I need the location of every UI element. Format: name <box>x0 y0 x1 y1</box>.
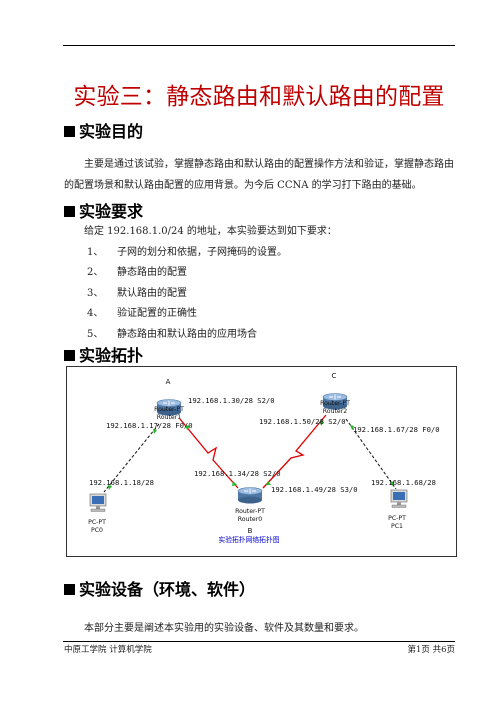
link-lights <box>108 421 394 490</box>
section-bullet-icon <box>64 584 75 595</box>
footer-page-number: 第1页 共6页 <box>407 645 455 655</box>
diagram-caption: 实验拓扑网络拓扑图 <box>218 535 279 544</box>
link-light-icon <box>320 421 324 426</box>
router-b-type: Router-PT <box>235 508 265 515</box>
link-light-icon <box>390 481 394 486</box>
interface-label-b-s2: 192.168.1.34/28 S2/0 <box>194 469 281 478</box>
list-item-text: 静态路由和默认路由的应用场合 <box>117 329 257 340</box>
interface-label-b-s3: 192.168.1.49/28 S3/0 <box>271 485 358 494</box>
list-item-number: 2、 <box>87 267 104 278</box>
pc0-icon <box>89 493 107 512</box>
section-heading-text: 实验拓扑 <box>79 346 144 365</box>
ethernet-link-a-pc0 <box>103 423 160 493</box>
link-light-icon <box>266 481 271 485</box>
router-c-type: Router-PT <box>320 400 350 407</box>
router-a-name: Router1 <box>157 414 182 421</box>
interface-label-pc1: 192.168.1.68/28 <box>371 478 436 487</box>
router-a-type: Router-PT <box>154 406 184 413</box>
section-heading-equipment: 实验设备（环境、软件） <box>64 580 255 600</box>
link-light-icon <box>232 481 237 486</box>
router-c-letter: C <box>332 372 337 380</box>
section-heading-topology: 实验拓扑 <box>64 346 143 366</box>
router-a-letter: A <box>166 378 171 386</box>
list-item-number: 3、 <box>87 288 104 299</box>
topology-svg: A Router-PT Router1 C Router-PT Router2 … <box>88 372 440 544</box>
link-light-icon <box>185 425 190 430</box>
router-b-name: Router0 <box>238 516 263 523</box>
list-item-text: 默认路由的配置 <box>117 288 187 299</box>
interface-label-pc0: 192.168.1.18/28 <box>89 478 154 487</box>
router-c-name: Router2 <box>323 408 348 415</box>
link-light-icon <box>350 425 354 430</box>
serial-link-c-b <box>262 414 327 489</box>
section-bullet-icon <box>64 126 75 137</box>
section-heading-text: 实验要求 <box>79 202 144 221</box>
page-title: 实验三：静态路由和默认路由的配置 <box>73 84 445 110</box>
list-item-text: 验证配置的正确性 <box>117 308 197 319</box>
pc1-type: PC-PT <box>388 515 406 522</box>
link-light-icon <box>153 429 157 434</box>
section-bullet-icon <box>64 350 75 361</box>
link-light-icon <box>108 485 112 490</box>
header-rule <box>63 45 455 46</box>
footer-left: 中原工学院 计算机学院 <box>64 645 152 655</box>
footer-rule <box>63 641 455 642</box>
serial-link-a-b <box>179 418 239 489</box>
list-item-number: 4、 <box>87 308 104 319</box>
interface-label-a-s2: 192.168.1.30/28 S2/0 <box>188 396 275 405</box>
ethernet-link-c-pc1 <box>345 418 397 490</box>
requirements-intro: 给定 192.168.1.0/24 的地址，本实验要达到如下要求： <box>84 226 337 237</box>
router-b-icon <box>237 487 263 504</box>
list-item-text: 静态路由的配置 <box>117 267 187 278</box>
section-heading-purpose: 实验目的 <box>64 122 143 142</box>
pc0-name: PC0 <box>91 527 103 534</box>
list-item-text: 子网的划分和依据，子网掩码的设置。 <box>117 247 287 258</box>
purpose-paragraph-line-2: 的配置场景和默认路由配置的应用背景。为今后 CCNA 的学习打下路由的基础。 <box>64 180 422 191</box>
section-heading-requirements: 实验要求 <box>64 202 143 222</box>
pc1-name: PC1 <box>391 523 403 530</box>
interface-label-c-s2: 192.168.1.50/28 S2/0 <box>259 417 346 426</box>
list-item-number: 5、 <box>87 329 104 340</box>
router-a-icon <box>156 399 182 416</box>
pc0-type: PC-PT <box>88 519 106 526</box>
topology-diagram: A Router-PT Router1 C Router-PT Router2 … <box>66 366 457 557</box>
purpose-paragraph-line-1: 主要是通过该试验，掌握静态路由和默认路由的配置操作方法和验证，掌握静态路由 <box>84 159 454 170</box>
router-b-letter: B <box>248 527 253 535</box>
interface-label-a-f0: 192.168.1.17/28 F0/0 <box>106 421 193 430</box>
section-bullet-icon <box>64 206 75 217</box>
interface-label-c-f0: 192.168.1.67/28 F0/0 <box>353 425 440 434</box>
pc1-icon <box>390 489 408 508</box>
list-item-number: 1、 <box>87 247 104 258</box>
section-heading-text: 实验设备（环境、软件） <box>79 580 256 599</box>
router-c-icon <box>322 393 348 410</box>
section-heading-text: 实验目的 <box>79 122 144 141</box>
equipment-paragraph: 本部分主要是阐述本实验用的实验设备、软件及其数量和要求。 <box>84 623 364 634</box>
